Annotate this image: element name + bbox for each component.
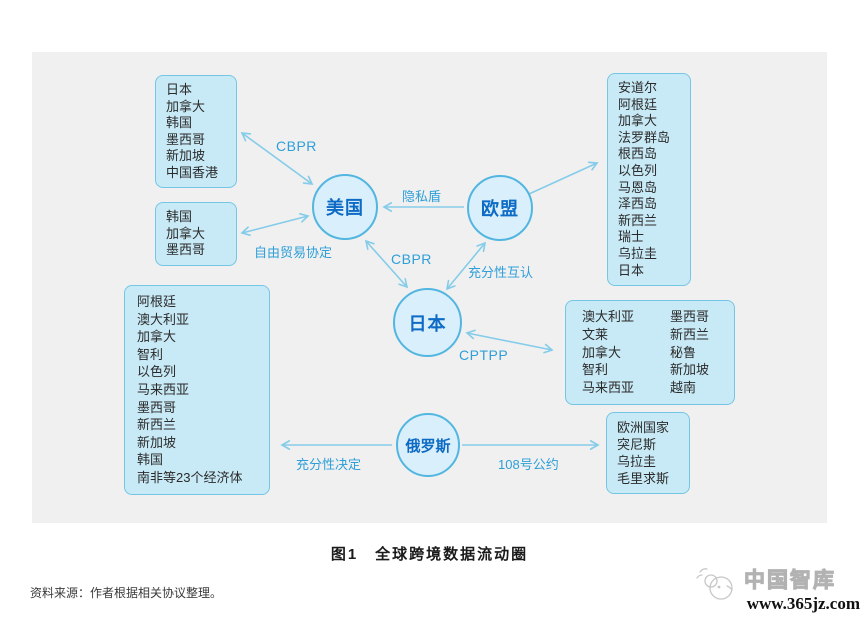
list-item: 韩国 [166, 115, 193, 130]
list-item: 以色列 [618, 162, 658, 178]
box-convention108-members: 欧洲国家突尼斯乌拉圭毛里求斯 [606, 412, 690, 494]
list-item: 澳大利亚 [137, 311, 190, 327]
list-item: 法罗群岛 [618, 129, 671, 145]
list-item: 马来西亚 [137, 381, 190, 397]
edge-label-privacy-shield: 隐私盾 [402, 189, 442, 204]
brand-name: 中国智库 [744, 569, 836, 593]
list-item: 墨西哥 [166, 242, 206, 257]
bird-sketch-icon [696, 568, 733, 600]
list-item: 加拿大 [137, 329, 177, 345]
list-item: 乌拉圭 [617, 454, 657, 469]
list-item: 马恩岛 [618, 179, 658, 195]
list-item: 瑞士 [618, 229, 645, 245]
node-eu: 欧盟 [467, 175, 533, 241]
list-item: 南非等23个经济体 [137, 469, 243, 485]
node-us: 美国 [312, 174, 378, 240]
list-item: 马来西亚 [582, 380, 635, 396]
list-item: 安道尔 [618, 80, 658, 95]
list-item: 突尼斯 [617, 437, 657, 452]
node-russia: 俄罗斯 [396, 413, 460, 477]
brand-watermark: 中国智库 www.365jz.com [692, 562, 860, 620]
list-item: 新西兰 [618, 212, 658, 228]
list-item: 中国香港 [166, 164, 219, 180]
list-item: 新加坡 [137, 434, 177, 450]
source-note: 资料来源：作者根据相关协议整理。 [30, 586, 223, 600]
list-item: 智利 [137, 346, 164, 362]
cptpp-column-2: 墨西哥新西兰秘鲁新加坡越南 [670, 308, 709, 397]
list-item: 毛里求斯 [617, 471, 670, 486]
list-item: 加拿大 [618, 113, 658, 129]
list-item: 澳大利亚 [582, 309, 635, 324]
box-cptpp-members: 澳大利亚文莱加拿大智利马来西亚 墨西哥新西兰秘鲁新加坡越南 [565, 300, 735, 405]
figure-caption: 图1 全球跨境数据流动圈 [330, 546, 529, 563]
list-item: 加拿大 [166, 225, 206, 241]
box-us-cbpr-members: 日本加拿大韩国墨西哥新加坡中国香港 [155, 75, 237, 188]
box-russia-adequacy-members: 阿根廷澳大利亚加拿大智利以色列马来西亚墨西哥新西兰新加坡韩国南非等23个经济体 [124, 285, 270, 495]
list-item: 泽西岛 [618, 196, 658, 212]
edge-label-cbpr-top: CBPR [276, 138, 317, 154]
list-item: 新西兰 [670, 326, 710, 342]
list-item: 阿根廷 [137, 294, 177, 309]
list-item: 秘鲁 [670, 344, 697, 360]
list-item: 文莱 [582, 326, 609, 342]
edge-label-mutual-adequacy: 充分性互认 [468, 265, 534, 280]
list-item: 阿根廷 [618, 96, 658, 112]
list-item: 日本 [166, 82, 193, 97]
list-item: 加拿大 [582, 344, 622, 360]
edge-label-fta: 自由贸易协定 [254, 245, 333, 260]
edge-label-cptpp: CPTPP [459, 347, 509, 363]
list-item: 墨西哥 [670, 309, 710, 324]
list-item: 墨西哥 [166, 131, 206, 147]
list-item: 以色列 [137, 364, 177, 380]
list-item: 加拿大 [166, 98, 206, 114]
list-item: 墨西哥 [137, 399, 177, 415]
box-eu-whitelist: 安道尔阿根廷加拿大法罗群岛根西岛以色列马恩岛泽西岛新西兰瑞士乌拉圭日本 [607, 73, 691, 287]
edge-label-convention108: 108号公约 [498, 457, 559, 472]
list-item: 越南 [670, 380, 697, 396]
edge-label-adequacy-decision: 充分性决定 [296, 457, 362, 472]
list-item: 欧洲国家 [617, 420, 670, 435]
list-item: 新加坡 [166, 148, 206, 163]
list-item: 韩国 [166, 209, 193, 224]
list-item: 根西岛 [618, 146, 658, 162]
node-japan: 日本 [393, 288, 462, 357]
list-item: 乌拉圭 [618, 245, 658, 261]
box-us-fta-members: 韩国加拿大墨西哥 [155, 202, 237, 266]
list-item: 智利 [582, 362, 609, 378]
list-item: 日本 [618, 262, 645, 278]
list-item: 新加坡 [670, 362, 710, 378]
cptpp-column-1: 澳大利亚文莱加拿大智利马来西亚 [582, 308, 670, 397]
list-item: 韩国 [137, 452, 164, 468]
edge-label-cbpr-mid: CBPR [391, 251, 432, 267]
list-item: 新西兰 [137, 417, 177, 433]
brand-site-url: www.365jz.com [746, 594, 860, 613]
